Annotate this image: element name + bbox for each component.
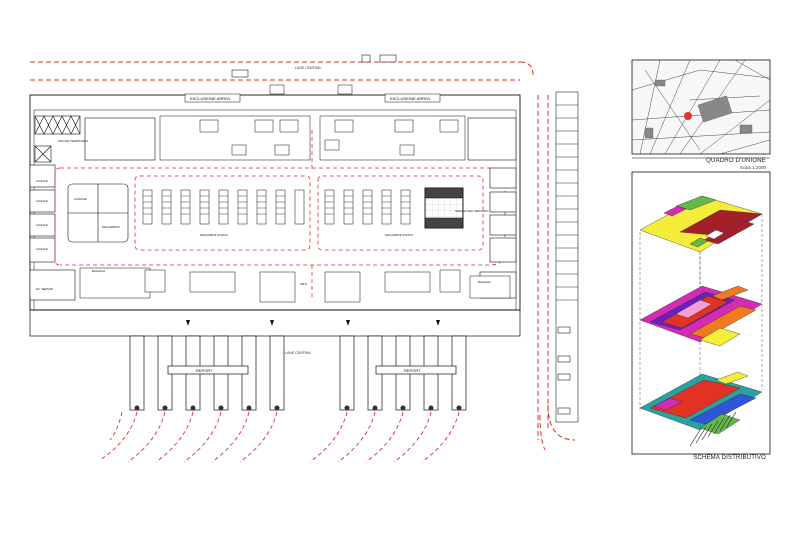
- schema-layer-1: [639, 195, 763, 253]
- left-room-3: LOCALE: [36, 223, 48, 227]
- schema-title: SCHEMA DISTRIBUTIVO: [693, 455, 766, 461]
- checkin-right-label: MAGAZZINI STATICI: [385, 233, 413, 237]
- checkin-desk-details-left: [143, 195, 285, 215]
- pier-right: [339, 335, 467, 411]
- left-storage-label: MAGAZZINO: [102, 225, 120, 229]
- left-office-label: OFFICE TERRITORIO: [58, 139, 89, 143]
- left-room-1: LOCALE: [36, 179, 48, 183]
- road-top-label: LANE CENTRAL: [295, 66, 322, 70]
- site-marker: [684, 112, 692, 120]
- left-wing: [29, 115, 156, 301]
- schema-layer-2: [639, 285, 763, 347]
- schema-diagram: [631, 171, 771, 455]
- upper-band: [159, 115, 466, 161]
- pier-left-label: REPORT: [196, 368, 213, 373]
- bottom-left-hall-label: BAGAGLI: [92, 269, 105, 273]
- left-room-2: LOCALE: [36, 199, 48, 203]
- checkin-desks-left: [142, 189, 305, 225]
- location-map: [631, 59, 771, 155]
- departures-left-label: ESCLUSIONE ARRIVI: [190, 96, 230, 101]
- pier-right-label: REPORT: [404, 368, 421, 373]
- taxi-curves: [99, 411, 460, 463]
- checkin-left-label: MAGAZZINI STATICI: [200, 233, 228, 237]
- left-lounge: [67, 183, 129, 243]
- right-road: [537, 95, 576, 451]
- aircraft-markers: [134, 405, 462, 411]
- bottom-right-hall-label: BAGAGLI: [478, 280, 491, 284]
- pier-left: [129, 335, 285, 411]
- map-title: QUADRO D'UNIONE: [706, 158, 766, 164]
- schema-layer-3: [639, 371, 763, 435]
- lower-band: [79, 267, 511, 303]
- gate-arrows: [186, 320, 440, 326]
- entrances-top: [184, 84, 441, 103]
- right-office-label: SERVIZI SEC SERVIZIO: [455, 209, 489, 213]
- road-vehicles: [231, 54, 397, 78]
- floor-plan: LANE CENTRAL: [29, 54, 579, 463]
- checkin-desk-details-right: [325, 195, 410, 215]
- left-lounge-label: LOUNGE: [74, 197, 87, 201]
- road-bottom-label: LANE CENTRAL: [285, 351, 312, 355]
- map-scale: Scala 1:2000: [739, 165, 766, 170]
- departures-right-label: ESCLUSIONE ARRIVI: [390, 96, 430, 101]
- checkin-desks-right: [324, 189, 411, 225]
- top-road: [30, 61, 534, 81]
- schema-piers: [689, 411, 737, 447]
- left-room-4: LOCALE: [36, 247, 48, 251]
- right-wing: [467, 117, 517, 299]
- center-info-label: INFO: [300, 282, 308, 286]
- parking-column: [555, 91, 579, 423]
- left-services-label: Dir. SERVIZI: [36, 287, 53, 291]
